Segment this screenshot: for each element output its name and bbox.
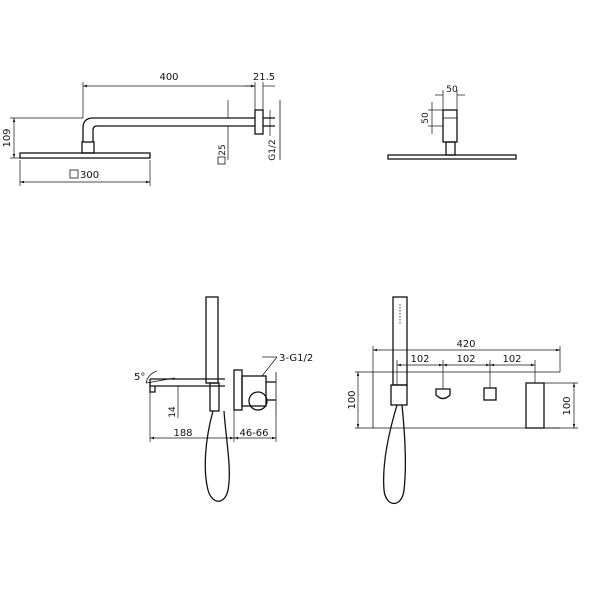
spout-front bbox=[525, 382, 545, 429]
shower-side-view: 400 21.5 109 300 25 G1/2 bbox=[2, 72, 281, 186]
label-plate-height-right: 100 bbox=[562, 396, 573, 415]
label-spacing-3: 102 bbox=[502, 354, 521, 365]
label-inlets: 3-G1/2 bbox=[279, 353, 313, 364]
label-plate-height-left: 100 bbox=[347, 390, 358, 409]
mixer-front-view: 420 102 102 102 100 100 bbox=[347, 296, 578, 505]
swivel-front bbox=[445, 141, 456, 156]
label-arm-length: 400 bbox=[159, 72, 178, 83]
label-wall-offset: 21.5 bbox=[253, 72, 275, 83]
label-spout-length: 188 bbox=[173, 428, 192, 439]
label-arm-height: 50 bbox=[421, 112, 431, 124]
hose-side bbox=[204, 410, 230, 502]
square-symbol bbox=[217, 156, 226, 165]
label-spout-drop: 14 bbox=[168, 406, 178, 418]
label-spout-angle: 5° bbox=[134, 372, 145, 383]
label-plate-width: 420 bbox=[456, 339, 475, 350]
label-arm-width: 50 bbox=[446, 85, 458, 95]
label-arm-tube: 25 bbox=[218, 144, 228, 155]
holder-front bbox=[390, 384, 408, 406]
shower-head-side bbox=[19, 152, 151, 159]
holder-side bbox=[209, 382, 220, 412]
temperature-knob bbox=[483, 387, 497, 401]
spout-angle-arc bbox=[145, 370, 158, 384]
square-symbol bbox=[69, 169, 79, 179]
valve-body bbox=[241, 375, 267, 407]
hose-front bbox=[382, 404, 407, 505]
spout-angle-line bbox=[145, 377, 176, 384]
label-height: 109 bbox=[2, 128, 13, 147]
hand-shower-side bbox=[205, 296, 219, 384]
label-depth: 46-66 bbox=[239, 428, 268, 439]
wall-flange bbox=[254, 109, 264, 135]
shower-front-view: 50 50 bbox=[387, 85, 517, 160]
diverter-knob bbox=[435, 388, 451, 400]
mixer-side-view: 5° 3-G1/2 14 188 46-66 bbox=[134, 296, 313, 502]
spout-side bbox=[149, 378, 225, 393]
swivel-joint bbox=[81, 141, 95, 154]
label-thread: G1/2 bbox=[268, 139, 278, 160]
label-head-size: 300 bbox=[80, 170, 99, 181]
arm-end-front bbox=[442, 109, 458, 143]
label-spacing-2: 102 bbox=[456, 354, 475, 365]
wall-plate-side bbox=[233, 369, 243, 411]
label-spacing-1: 102 bbox=[410, 354, 429, 365]
leader bbox=[261, 356, 278, 377]
valve-cartridge bbox=[248, 391, 268, 411]
shower-arm bbox=[82, 117, 255, 142]
